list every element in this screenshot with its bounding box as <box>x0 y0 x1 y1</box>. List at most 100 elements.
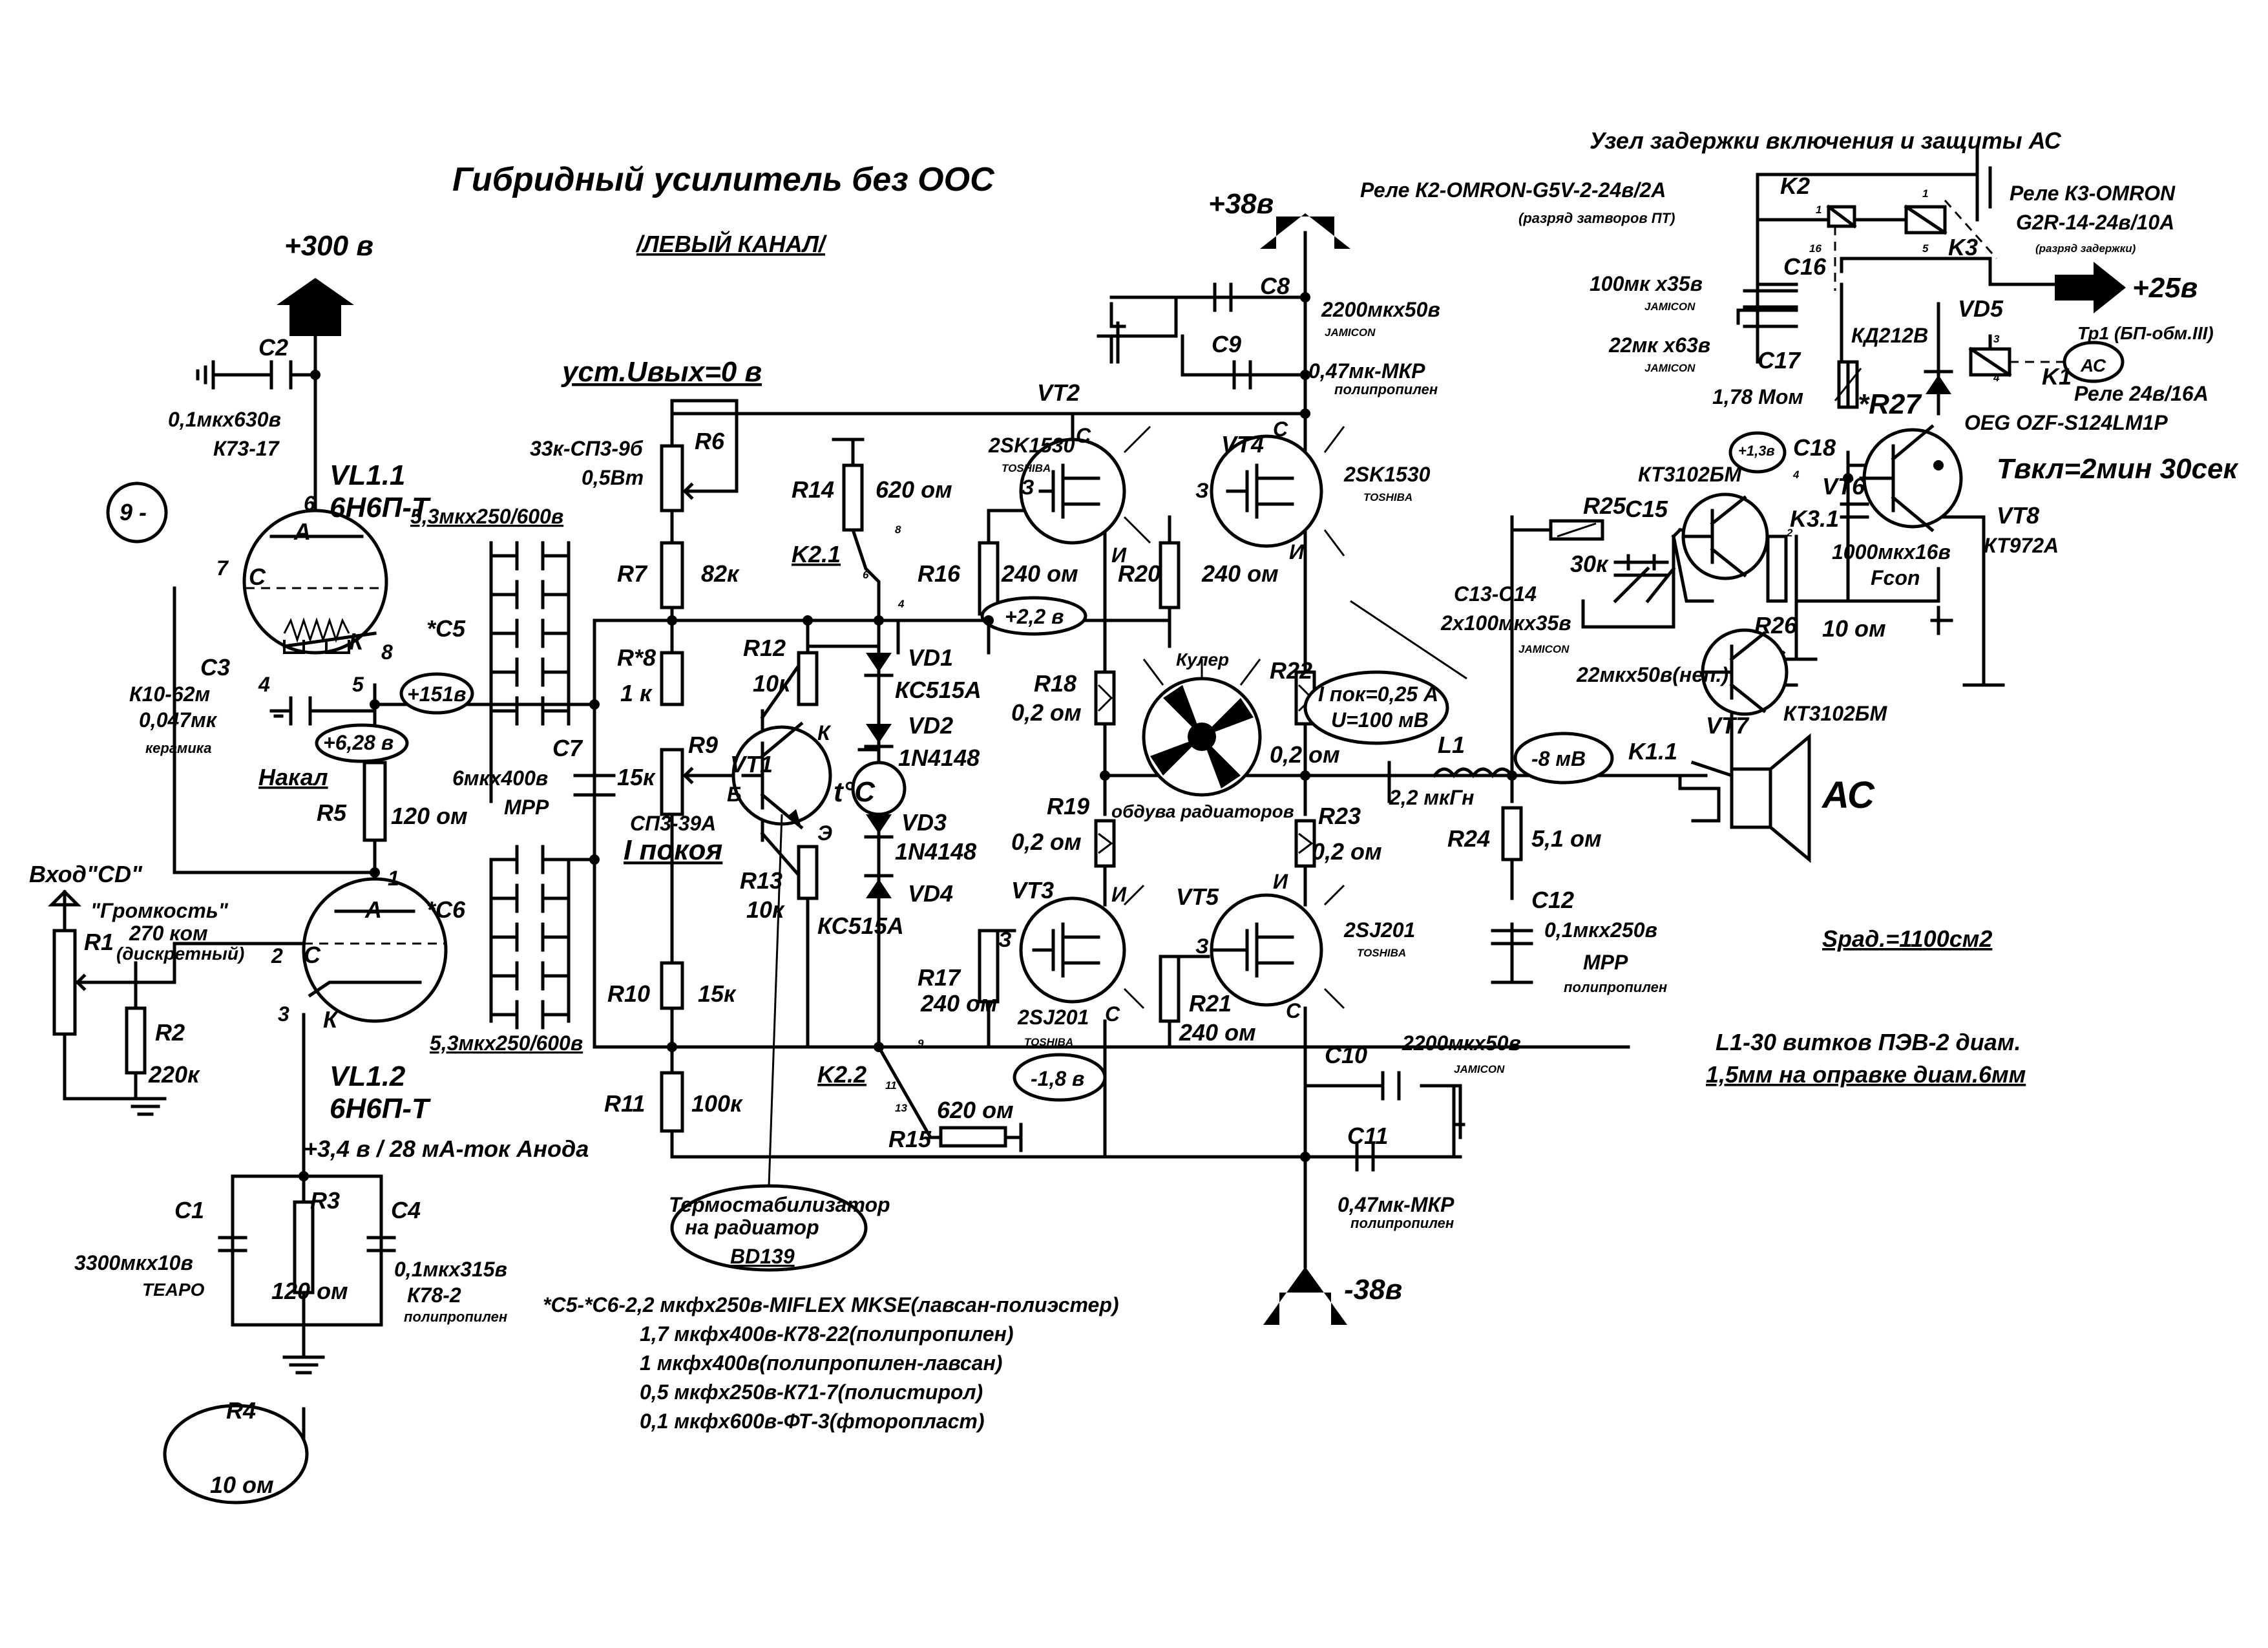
c9-value: 0,47мк-МКР <box>1308 359 1425 383</box>
vt3-source: И <box>1111 883 1127 906</box>
tube-vl12 <box>302 877 448 1023</box>
rail-hv: +300 в <box>284 230 373 262</box>
mosfet-vt3 <box>1019 884 1145 1009</box>
c4-label: C4 <box>391 1197 421 1223</box>
r27-value: 1,78 Мом <box>1712 385 1803 408</box>
c3-value: 0,047мк <box>139 708 218 732</box>
speaker-label: АС <box>1821 774 1875 816</box>
vt4-source: И <box>1289 540 1305 564</box>
pin-2d: 2 <box>1786 527 1793 539</box>
r26-value: 10 ом <box>1822 615 1886 642</box>
r8-value: 1 к <box>620 680 653 706</box>
radiator-area: Sрад.=1100см2 <box>1822 925 1992 952</box>
c10-value: 2200мкх50в <box>1402 1031 1521 1055</box>
k21-label: K2.1 <box>792 541 841 567</box>
l1-value: 2,2 мкГн <box>1389 786 1474 809</box>
c12-type: MPP <box>1583 951 1628 974</box>
r18-label: R18 <box>1034 670 1076 697</box>
vt4-gate: З <box>1195 479 1209 502</box>
r4-value: 10 ом <box>210 1472 274 1498</box>
vd4-type: КС515А <box>817 913 904 939</box>
k31-label: K3.1 <box>1790 505 1839 532</box>
c2-value: 0,1мкх630в <box>168 408 281 431</box>
vt4-drain: С <box>1273 417 1288 441</box>
l1-note-line2: 1,5мм на оправке диам.6мм <box>1706 1061 2026 1088</box>
vt3-gate: З <box>998 928 1012 951</box>
vt6-label: VT6 <box>1822 473 1865 500</box>
pin-4: 4 <box>258 673 270 696</box>
vl12-grid: С <box>304 942 321 968</box>
c8-value: 2200мкх50в <box>1321 298 1440 321</box>
pin-4d: 4 <box>1792 469 1800 481</box>
set-output-note: уст.Uвых=0 в <box>561 356 762 388</box>
c1-label: C1 <box>174 1197 204 1223</box>
quiescent-voltage: U=100 мВ <box>1331 708 1429 732</box>
r4-label: R4 <box>226 1397 256 1424</box>
vt3-type: 2SJ201 <box>1017 1006 1089 1029</box>
r6-power: 0,5Вт <box>582 466 644 489</box>
vd4-label: VD4 <box>908 880 953 907</box>
vt2-source: И <box>1111 544 1127 567</box>
r17-value: 240 ом <box>920 990 998 1017</box>
heater-label: Накал <box>258 764 328 790</box>
vt3-drain: С <box>1105 1002 1120 1026</box>
inductor-l1 <box>1432 767 1515 779</box>
c6-label: *C6 <box>426 896 466 923</box>
vt3-label: VT3 <box>1011 877 1054 903</box>
vl12-type: 6Н6П-Т <box>330 1093 431 1125</box>
tube-vl11 <box>242 509 388 655</box>
vl12-ref: VL1.2 <box>330 1061 406 1092</box>
c4-dielectric: полипропилен <box>404 1309 507 1325</box>
speaker <box>1730 733 1811 863</box>
k2-label: K2 <box>1780 173 1810 199</box>
supply-arrows <box>277 213 2126 1325</box>
r6-label: R6 <box>695 428 725 454</box>
r14-label: R14 <box>792 476 834 503</box>
pin-11b: 11 <box>885 1079 897 1092</box>
vt5-maker: TOSHIBA <box>1357 947 1406 959</box>
r10-value: 15к <box>698 980 737 1007</box>
voltage-628: +6,28 в <box>323 731 394 754</box>
r3-value: 120 ом <box>271 1278 348 1304</box>
c16-value: 100мк х35в <box>1590 272 1703 295</box>
c13-maker: JAMICON <box>1518 643 1570 655</box>
c2-label: C2 <box>258 334 288 361</box>
vt8-label: VT8 <box>1997 502 2039 529</box>
r9-value: 15к <box>617 764 656 790</box>
vt2-type: 2SK1530 <box>988 434 1075 457</box>
transistor-vt8 <box>1859 424 1963 533</box>
r18-value: 0,2 ом <box>1011 699 1082 726</box>
r1-value: 270 ком <box>129 922 208 945</box>
r19-value: 0,2 ом <box>1011 829 1082 855</box>
pin-4b: 4 <box>898 598 905 610</box>
c10-label: C10 <box>1325 1042 1367 1068</box>
vl11-grid: С <box>249 564 266 590</box>
c13-value: 2х100мкх35в <box>1440 611 1571 635</box>
vt7-type: КТ3102БМ <box>1783 702 1887 725</box>
delay-unit-title: Узел задержки включения и защиты АС <box>1590 127 2062 154</box>
r9-note: I покоя <box>624 834 722 866</box>
vl12-cathode: К <box>323 1006 339 1033</box>
k11-label: K1.1 <box>1628 738 1677 765</box>
relay-k1-type: OEG OZF-S124LM1P <box>1964 411 2168 434</box>
c18-type: Fcon <box>1871 566 1920 589</box>
c3-label: C3 <box>200 654 230 681</box>
r20-value: 240 ом <box>1201 560 1279 587</box>
relay-ac: АС <box>2080 355 2106 375</box>
vl11-type: 6Н6П-Т <box>330 492 431 523</box>
r15-label: R15 <box>888 1126 932 1152</box>
vt2-maker: TOSHIBA <box>1002 462 1051 474</box>
r2-label: R2 <box>155 1019 185 1046</box>
c5-label: *C5 <box>426 615 466 642</box>
r13-value: 10к <box>746 896 785 923</box>
vt6-type: КТ3102БМ <box>1638 463 1742 486</box>
c4-type: К78-2 <box>407 1284 461 1307</box>
l1-note-line1: L1-30 витков ПЭВ-2 диам. <box>1716 1029 2021 1055</box>
c18-label: C18 <box>1793 434 1836 461</box>
vt5-gate: З <box>1195 935 1209 958</box>
pin-8: 8 <box>381 640 393 664</box>
r7-value: 82к <box>701 560 740 587</box>
vl11-cathode: К <box>349 628 365 655</box>
c7-value: 6мкх400в <box>452 766 548 790</box>
